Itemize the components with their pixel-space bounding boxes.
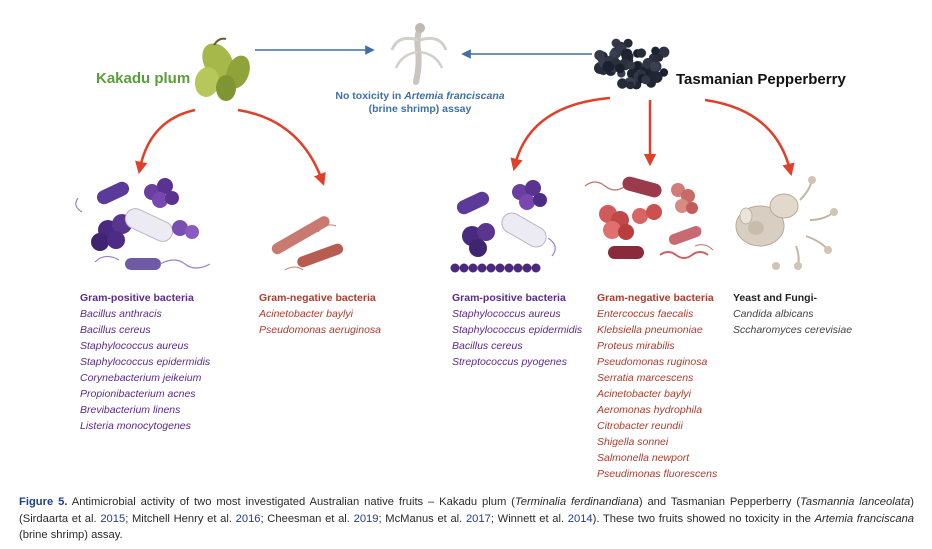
species-item: Staphylococcus aureus: [452, 308, 561, 320]
caption-text: ; Cheesman et al.: [260, 512, 354, 525]
species-item: Salmonella newport: [597, 452, 690, 464]
caption-text: ; Winnett et al.: [490, 512, 568, 525]
tasmanian-gram-positive-bacteria-image: [450, 180, 556, 273]
shrimp-label-line2: (brine shrimp) assay: [368, 103, 472, 115]
caption-text: (brine shrimp) assay.: [19, 529, 123, 541]
species-item: Aeromonas hydrophila: [597, 404, 703, 416]
shrimp-label-prefix: No toxicity in: [335, 90, 405, 102]
kakadu-plum-image: [194, 37, 250, 101]
fungi-image: [735, 176, 838, 270]
arrow-pepperberry-to-fungi: [704, 98, 795, 177]
list-heading: Gram-negative bacteria: [259, 292, 376, 304]
species-item: Acinetobacter baylyi: [597, 388, 691, 400]
species-item: Propionibacterium acnes: [80, 388, 196, 400]
list-heading: Gram-positive bacteria: [452, 292, 566, 304]
species-item: Bacillus cereus: [452, 340, 523, 352]
species-item: Bacillus anthracis: [80, 308, 162, 320]
citation-link[interactable]: 2017: [465, 512, 491, 525]
arrow-kakadu-to-gram-positive: [135, 108, 196, 175]
species-item: Shigella sonnei: [597, 436, 669, 448]
species-item: Corynebacterium jeikeium: [80, 372, 202, 384]
caption-species: Artemia franciscana: [814, 512, 915, 525]
arrow-kakadu-to-gram-negative: [237, 108, 326, 186]
caption-text: ). These two fruits showed no toxicity i…: [592, 512, 815, 525]
figure-caption: Figure 5. Antimicrobial activity of two …: [19, 494, 914, 544]
species-item: Staphylococcus epidermidis: [452, 324, 583, 336]
species-item: Acinetobacter baylyi: [259, 308, 353, 320]
caption-species: Tasmannia lanceolata: [800, 496, 911, 508]
species-item: Candida albicans: [733, 308, 814, 320]
species-item: Klebsiella pneumoniae: [597, 324, 703, 336]
citation-link[interactable]: 2015: [100, 512, 126, 525]
species-item: Citrobacter reundii: [597, 420, 683, 432]
list-heading: Gram-positive bacteria: [80, 292, 194, 304]
citation-link[interactable]: 2019: [353, 512, 379, 525]
species-item: Brevibacterium linens: [80, 404, 181, 416]
kakadu-gram-positive-bacteria-image: [75, 178, 211, 270]
kakadu-gram-negative-bacteria-image: [271, 216, 344, 271]
list-heading: Gram-negative bacteria: [597, 292, 714, 304]
species-item: Staphylococcus aureus: [80, 340, 189, 352]
caption-text: ; McManus et al.: [378, 512, 466, 525]
kakadu-plum-title: Kakadu plum: [96, 70, 191, 87]
species-item: Pseudimonas fluorescens: [597, 468, 718, 480]
citation-link[interactable]: 2016: [235, 512, 261, 525]
species-item: Pseudomonas ruginosa: [597, 356, 708, 368]
species-item: Bacillus cereus: [80, 324, 151, 336]
shrimp-label-species: Artemia franciscana: [404, 90, 505, 102]
species-item: Streptococcus pyogenes: [452, 356, 567, 368]
citation-link[interactable]: 2014: [567, 512, 593, 525]
species-item: Pseudomonas aeruginosa: [259, 324, 382, 336]
species-item: Listeria monocytogenes: [80, 420, 191, 432]
caption-text: ) (Sirdaarta et al.: [19, 496, 915, 525]
tasmanian-gram-negative-bacteria-image: [584, 176, 714, 259]
list-heading: Yeast and Fungi-: [733, 292, 818, 304]
species-item: Serratia marcescens: [597, 372, 694, 384]
arrow-pepperberry-to-gram-positive: [510, 96, 611, 172]
figure-label: Figure 5.: [19, 496, 68, 508]
tasmanian-pepperberry-title: Tasmanian Pepperberry: [676, 71, 846, 88]
species-item: Sccharomyces cerevisiae: [733, 324, 853, 336]
caption-species: Terminalia ferdinandiana: [514, 496, 639, 508]
caption-text: ; Mitchell Henry et al.: [125, 512, 236, 525]
species-item: Staphylococcus epidermidis: [80, 356, 211, 368]
caption-text: ) and Tasmanian Pepperberry (: [638, 496, 801, 508]
caption-text: Antimicrobial activity of two most inves…: [67, 496, 515, 508]
brine-shrimp-image: [390, 23, 448, 85]
shrimp-assay-label: No toxicity in Artemia franciscana (brin…: [320, 90, 520, 116]
tasmanian-pepperberry-image: [594, 38, 670, 90]
species-item: Entercoccus faecalis: [597, 308, 694, 320]
species-item: Proteus mirabilis: [597, 340, 675, 352]
